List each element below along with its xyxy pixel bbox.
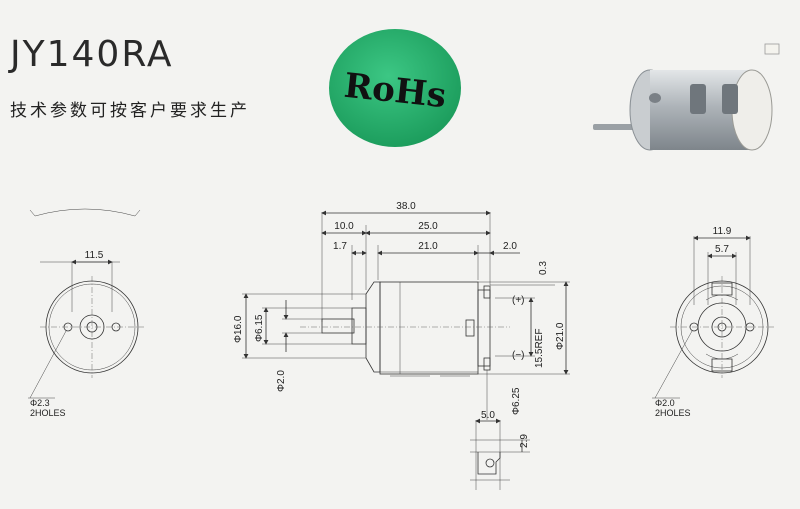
- dim-collar: Φ6.15: [254, 314, 265, 342]
- left-hole-label: Φ2.3: [30, 398, 50, 408]
- right-dim-inner: 5.7: [715, 244, 729, 255]
- dim-shaft-step: 1.7: [333, 241, 347, 252]
- right-dim-outer: 11.9: [713, 226, 732, 237]
- right-hole-label: Φ2.0: [655, 398, 675, 408]
- dim-terminal-offset: 2.0: [503, 241, 517, 252]
- spec-subtitle: 技术参数可按客户要求生产: [10, 101, 250, 121]
- side-shaft: [321, 318, 355, 334]
- left-end-view: 11.5 Φ2.3 2HOLES: [28, 208, 144, 418]
- model-title: JY140RA: [10, 34, 174, 75]
- dim-body-dia: Φ21.0: [555, 322, 566, 350]
- dim-shaft-section: 10.0: [334, 221, 354, 232]
- right-hole-count: 2HOLES: [655, 408, 691, 418]
- dim-terminal-dia: Φ6.25: [511, 387, 522, 415]
- right-end-view: 11.9 5.7 Φ2.0 2HOLES: [652, 226, 774, 418]
- dim-boss: Φ16.0: [233, 315, 244, 343]
- terminal-detail: 5.0 2.9: [470, 410, 530, 490]
- terminal-width: 5.0: [481, 410, 495, 421]
- dim-can-length: 21.0: [418, 241, 438, 252]
- terminal-height: 2.9: [519, 434, 530, 448]
- left-dim-width: 11.5: [85, 250, 104, 261]
- dim-overall: 38.0: [396, 201, 416, 212]
- motor-photo: [593, 43, 780, 151]
- rohs-badge-circle: [329, 29, 461, 147]
- dim-ref-height: 15.5REF: [534, 329, 545, 368]
- side-can: [379, 281, 479, 375]
- left-hole-count: 2HOLES: [30, 408, 66, 418]
- dim-shaft: Φ2.0: [276, 370, 287, 392]
- terminal-plus: (+): [512, 295, 525, 306]
- side-endcap: [477, 289, 491, 367]
- dim-body-length: 25.0: [418, 221, 438, 232]
- terminal-minus: (−): [512, 350, 525, 361]
- side-view: 38.0 10.0 25.0 1.7 21.0 2.0 0.3: [233, 201, 570, 420]
- dim-terminal-gap: 0.3: [538, 261, 549, 275]
- rohs-badge: RoHs: [329, 29, 461, 147]
